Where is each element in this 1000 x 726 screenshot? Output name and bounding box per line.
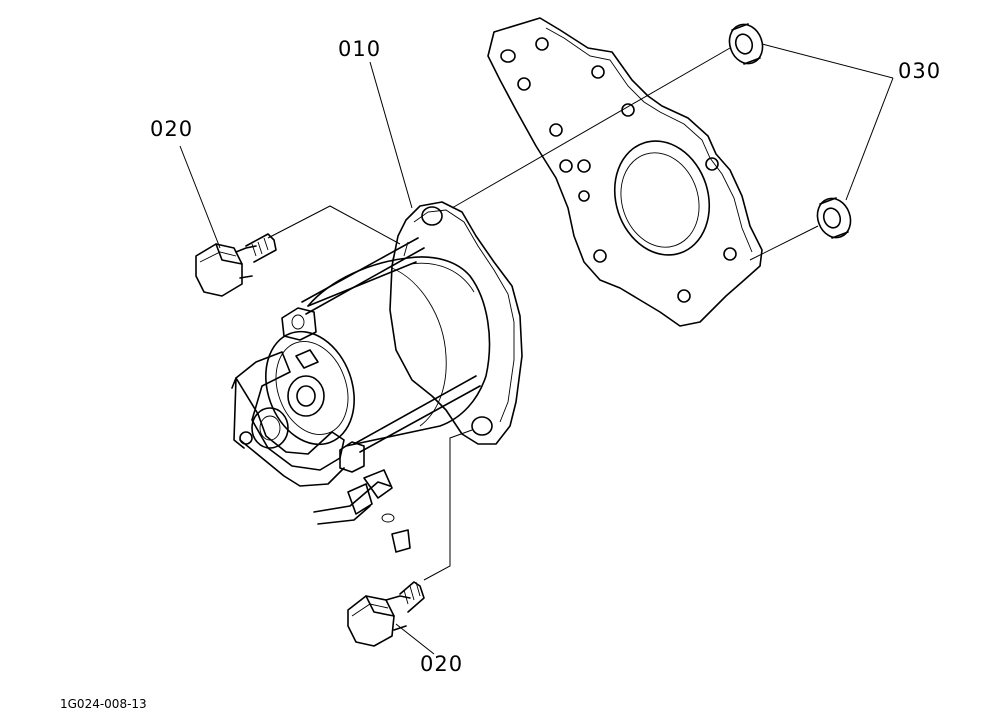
figure-code: 1G024-008-13: [60, 697, 147, 711]
nut-lower: [816, 197, 852, 239]
callout-020-upper: 020: [150, 117, 193, 141]
mounting-plate: [487, 17, 763, 327]
callout-030: 030: [898, 59, 941, 83]
callout-020-lower: 020: [420, 652, 463, 676]
bolt-lower: [347, 581, 425, 647]
leader-lines: [179, 43, 894, 655]
nut-upper: [728, 23, 764, 65]
starter-motor: [231, 201, 523, 553]
bolt-upper: [195, 233, 277, 297]
callout-010: 010: [338, 37, 381, 61]
